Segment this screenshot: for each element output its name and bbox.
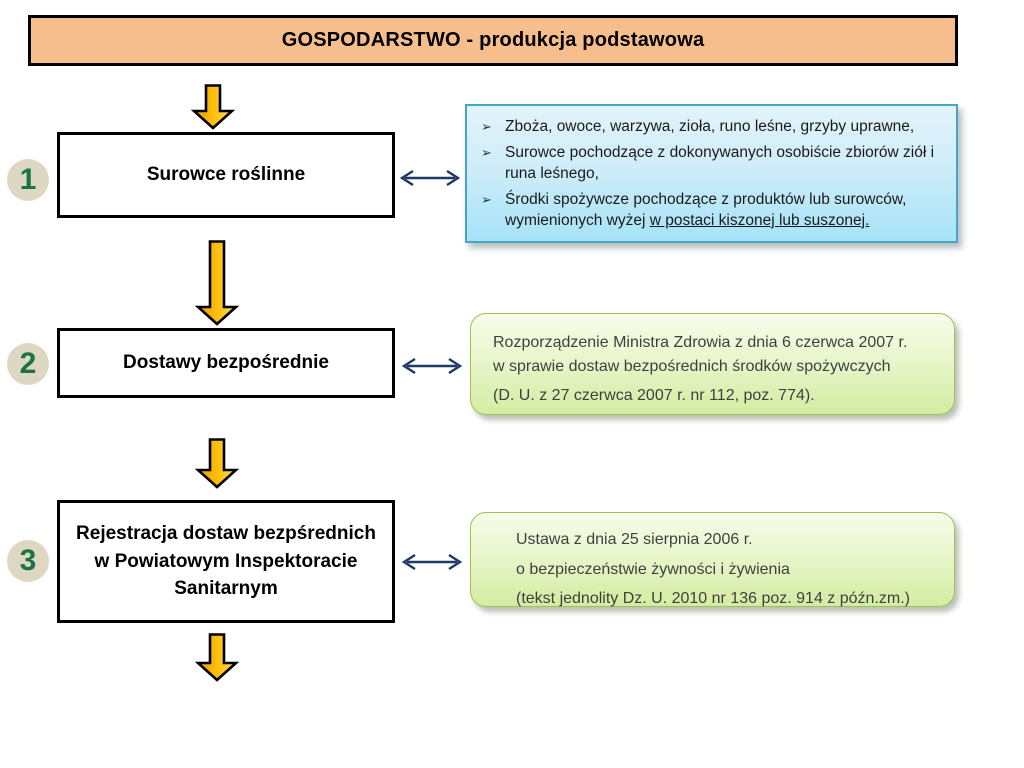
step-number-badge: 1	[7, 159, 49, 201]
arrow-bullet-icon: ➢	[481, 119, 492, 134]
step-label-line: Rejestracja dostaw bezpśrednich	[76, 523, 376, 545]
step-number: 3	[19, 544, 37, 577]
step-box-surowce-roslinne: Surowce roślinne	[57, 132, 395, 218]
step-label-line: w Powiatowym Inspektoracie	[94, 550, 358, 572]
step-number: 2	[19, 347, 37, 380]
bullet-text: Zboża, owoce, warzywa, zioła, runo leśne…	[505, 118, 915, 135]
list-item: ➢ Środki spożywcze pochodzące z produktó…	[481, 190, 942, 231]
arrow-bullet-icon: ➢	[481, 192, 492, 208]
note-line: o bezpieczeństwie żywności i żywienia	[516, 560, 790, 578]
note-line: Ustawa z dnia 25 sierpnia 2006 r.	[516, 531, 753, 548]
page-title: GOSPODARSTWO - produkcja podstawowa	[281, 29, 705, 51]
note-line: (tekst jednolity Dz. U. 2010 nr 136 poz.…	[516, 590, 910, 608]
arrow-bullet-icon: ➢	[481, 145, 492, 161]
list-item: ➢ Zboża, owoce, warzywa, zioła, runo leś…	[481, 117, 942, 137]
note-food-safety-act: Ustawa z dnia 25 sierpnia 2006 r. o bezp…	[470, 512, 955, 607]
double-arrow-icon	[401, 357, 463, 375]
step-label: Surowce roślinne	[146, 164, 306, 186]
header-box: GOSPODARSTWO - produkcja podstawowa	[28, 15, 958, 66]
double-arrow-icon	[401, 553, 463, 571]
step-box-rejestracja-dostaw: Rejestracja dostaw bezpśrednich w Powiat…	[57, 500, 395, 623]
step-number-badge: 2	[7, 343, 49, 385]
step-number-badge: 3	[7, 540, 49, 582]
down-arrow-icon	[195, 240, 239, 326]
bullet-text: Surowce pochodzące z dokonywanych osobiś…	[505, 144, 935, 182]
double-arrow-icon	[399, 169, 461, 187]
down-arrow-icon	[191, 84, 235, 130]
note-plant-raw-materials: ➢ Zboża, owoce, warzywa, zioła, runo leś…	[465, 104, 958, 243]
down-arrow-icon	[195, 633, 239, 682]
step-label-line: Sanitarnym	[174, 578, 278, 600]
note-line: (D. U. z 27 czerwca 2007 r. nr 112, poz.…	[493, 387, 815, 404]
bullet-text: Środki spożywcze pochodzące z produktów …	[505, 191, 907, 229]
note-regulation: Rozporządzenie Ministra Zdrowia z dnia 6…	[470, 313, 955, 415]
down-arrow-icon	[195, 438, 239, 489]
list-item: ➢ Surowce pochodzące z dokonywanych osob…	[481, 143, 942, 184]
step-box-dostawy-bezposrednie: Dostawy bezpośrednie	[57, 328, 395, 398]
bullet-list: ➢ Zboża, owoce, warzywa, zioła, runo leś…	[481, 117, 942, 231]
step-number: 1	[19, 163, 37, 196]
note-line: Rozporządzenie Ministra Zdrowia z dnia 6…	[493, 334, 908, 351]
note-line: w sprawie dostaw bezpośrednich środków s…	[493, 358, 891, 375]
step-label: Dostawy bezpośrednie	[123, 352, 329, 374]
